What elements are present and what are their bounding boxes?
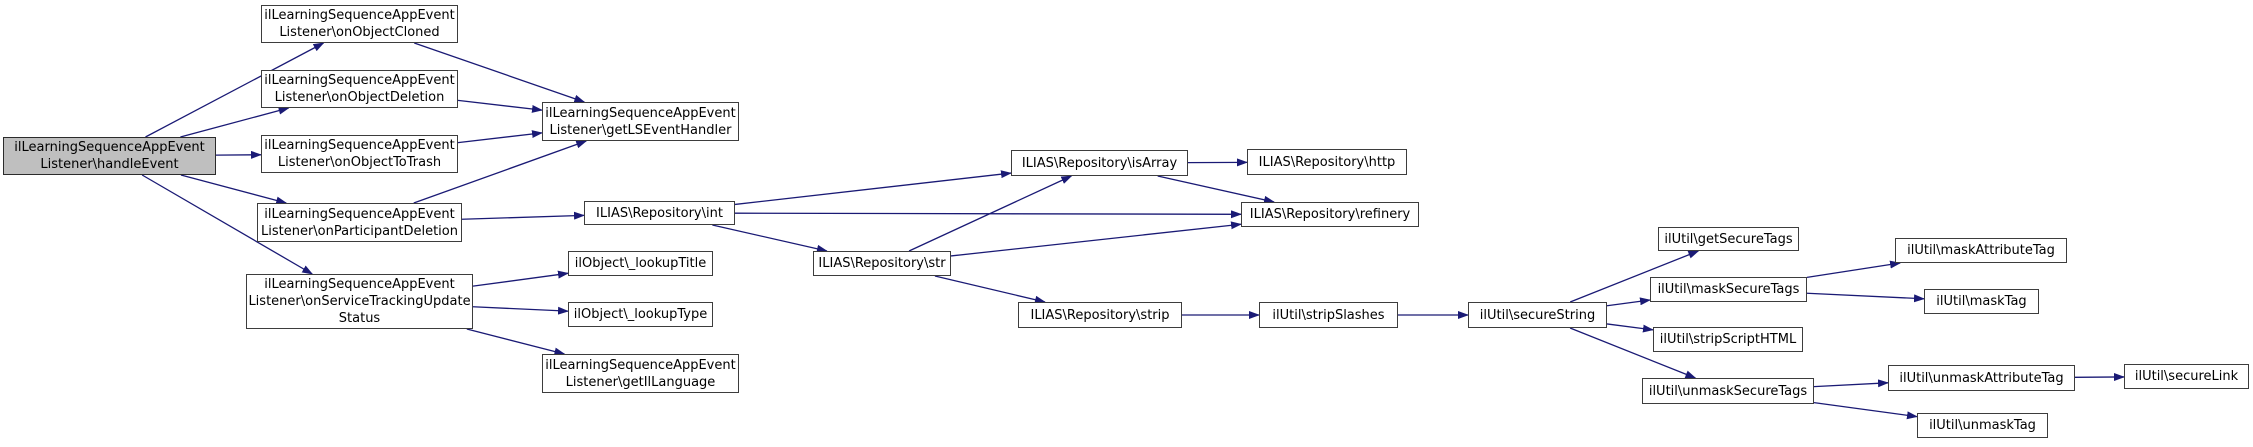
node-lookup-title[interactable]: ilObject\_lookupTitle [568,251,713,276]
edge-unmask-secure-tags--unmask-attribute-tag [1813,379,1889,388]
node-label: Listener\onParticipantDeletion [261,223,458,239]
node-label: Listener\onObjectDeletion [274,90,445,105]
node-strip-slashes[interactable]: ilUtil\stripSlashes [1259,302,1398,328]
node-label: ilUtil\unmaskSecureTags [1648,383,1808,399]
node-label: ilUtil\stripSlashes [1272,307,1385,323]
node-label: ilLearningSequenceAppEvent [264,8,455,23]
node-secure-link[interactable]: ilUtil\secureLink [2124,364,2249,389]
node-label: ilUtil\maskSecureTags [1657,282,1800,297]
node-label: ilUtil\getSecureTags [1664,231,1793,247]
node-strip-script-html[interactable]: ilUtil\stripScriptHTML [1653,327,1803,352]
edge-on-service-tracking-update-status--get-il-language [466,328,566,356]
node-repo-str[interactable]: ILIAS\Repository\str [813,251,951,276]
node-label: Listener\getLSEventHandler [549,122,732,138]
node-repo-is-array[interactable]: ILIAS\Repository\isArray [1011,150,1188,176]
edge-mask-secure-tags--mask-attribute-tag [1806,260,1902,279]
node-label: ILIAS\Repository\int [596,205,723,221]
node-label: ILIAS\Repository\str [818,256,946,271]
node-lookup-type[interactable]: ilObject\_lookupType [568,302,713,327]
edge-on-object-deletion--get-ls-event-handler [457,99,543,113]
edge-on-service-tracking-update-status--lookup-type [472,306,569,315]
edge-repo-str--repo-is-array [908,175,1073,252]
node-label: ilLearningSequenceAppEvent [545,357,736,373]
node-label: Status [338,311,381,326]
node-label: ilLearningSequenceAppEvent [545,105,736,121]
node-label: ilUtil\maskAttributeTag [1907,243,2055,258]
edge-handle-event--on-participant-deletion [180,174,288,205]
edge-secure-string--strip-script-html [1606,323,1654,333]
node-label: ILIAS\Repository\strip [1030,307,1170,323]
edge-on-object-to-trash--get-ls-event-handler [457,130,543,144]
node-label: ilLearningSequenceAppEvent [264,138,455,153]
node-label: ilLearningSequenceAppEvent [264,73,455,88]
node-repo-strip[interactable]: ILIAS\Repository\strip [1018,302,1182,328]
node-label: Listener\onObjectToTrash [277,155,442,170]
node-label: ilLearningSequenceAppEvent [14,140,205,155]
node-label: ilObject\_lookupTitle [574,256,707,271]
node-label: ILIAS\Repository\refinery [1249,207,1411,222]
edge-repo-is-array--repo-refinery [1157,175,1276,204]
node-label: Listener\onObjectCloned [279,25,440,40]
node-label: Listener\getIlLanguage [565,374,716,390]
node-label: ILIAS\Repository\http [1258,154,1396,170]
node-label: Listener\handleEvent [40,157,179,172]
node-label: ilUtil\secureString [1479,307,1596,323]
edge-on-participant-deletion--repo-int [461,211,585,220]
node-unmask-secure-tags[interactable]: ilUtil\unmaskSecureTags [1642,378,1814,404]
node-repo-int[interactable]: ILIAS\Repository\int [584,201,735,225]
node-unmask-attribute-tag[interactable]: ilUtil\unmaskAttributeTag [1888,365,2075,391]
node-label: ilLearningSequenceAppEvent [264,206,455,222]
node-unmask-tag[interactable]: ilUtil\unmaskTag [1917,413,2048,438]
edge-repo-str--repo-refinery [950,221,1242,257]
edge-on-service-tracking-update-status--lookup-title [472,270,569,287]
node-label: ilUtil\secureLink [2134,369,2239,384]
node-mask-tag[interactable]: ilUtil\maskTag [1924,289,2039,314]
node-label: Listener\onServiceTrackingUpdate [248,294,471,309]
edge-handle-event--on-object-deletion [180,106,290,138]
edge-repo-str--repo-strip [934,275,1046,304]
node-repo-refinery[interactable]: ILIAS\Repository\refinery [1241,202,1419,227]
node-label: ilUtil\unmaskTag [1929,418,2036,433]
node-label: ilUtil\unmaskAttributeTag [1899,370,2064,386]
node-label: ilLearningSequenceAppEvent [264,277,455,292]
node-label: ilUtil\stripScriptHTML [1659,332,1797,347]
edge-repo-int--repo-refinery [734,210,1242,219]
edge-repo-int--repo-str [712,224,828,253]
edge-repo-int--repo-is-array [734,170,1012,206]
node-mask-attribute-tag[interactable]: ilUtil\maskAttributeTag [1895,238,2067,263]
node-label: ilUtil\maskTag [1936,294,2027,309]
node-label: ilObject\_lookupType [573,307,708,322]
node-secure-string[interactable]: ilUtil\secureString [1468,302,1607,328]
edge-secure-string--mask-secure-tags [1606,297,1651,307]
node-label: ILIAS\Repository\isArray [1021,155,1178,171]
node-repo-http[interactable]: ILIAS\Repository\http [1247,149,1407,175]
edge-mask-secure-tags--mask-tag [1806,292,1925,303]
node-get-secure-tags[interactable]: ilUtil\getSecureTags [1658,227,1799,251]
node-mask-secure-tags[interactable]: ilUtil\maskSecureTags [1650,277,1807,302]
edge-unmask-secure-tags--unmask-tag [1813,402,1918,420]
